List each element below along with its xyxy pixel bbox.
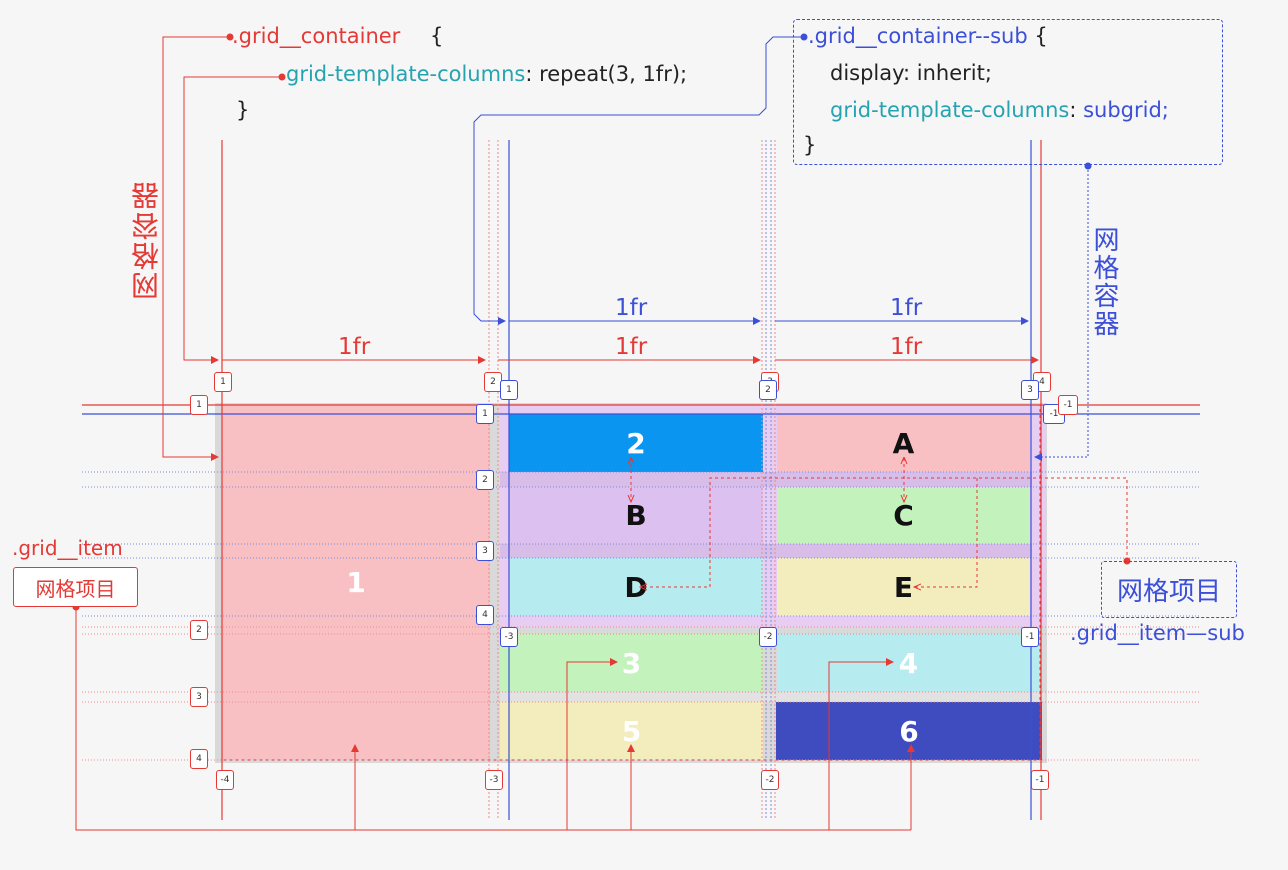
code-main-brace-close: }	[236, 98, 250, 122]
code-sub-colon: :	[1069, 98, 1077, 122]
subgrid-item-class-label: .grid__item—sub	[1070, 621, 1245, 645]
grid-container-label-red: 网格容器	[130, 180, 163, 300]
subgrid-item-cn-label: 网格项目	[1101, 561, 1237, 618]
code-main-brace-open: {	[430, 24, 444, 48]
blue-col-line-top-1: 1	[500, 380, 518, 400]
code-sub-declaration: grid-template-columns: subgrid;	[830, 100, 1169, 121]
code-sub-brace-open: {	[1034, 24, 1048, 48]
grid-item-1: 1	[222, 405, 490, 760]
code-main-value: repeat(3, 1fr);	[539, 62, 688, 86]
blue-row-line-left-1: 1	[476, 404, 494, 424]
red-row-line-left-3: 3	[190, 687, 208, 707]
code-sub-selector: .grid__container--sub	[808, 24, 1028, 48]
red-row-line-left-4: 4	[190, 749, 208, 769]
grid-item-3: 3	[500, 634, 763, 692]
blue-col-line-top-2: 2	[759, 380, 777, 400]
red-row-line-left-2: 2	[190, 620, 208, 640]
grid-item-4: 4	[777, 634, 1040, 692]
grid-item-cn-label: 网格项目	[13, 567, 138, 607]
code-sub-box	[793, 19, 1223, 165]
code-main-selector: .grid__container	[232, 24, 401, 48]
red-row-line-left-1: 1	[190, 395, 208, 415]
fr-label-red-3: 1fr	[890, 334, 923, 360]
code-sub-brace-close: }	[803, 133, 817, 157]
grid-item-class-label: .grid__item	[12, 536, 123, 560]
fr-label-blue-1: 1fr	[615, 295, 648, 321]
code-main-property: grid-template-columns	[286, 62, 526, 86]
grid-container-label-blue: 网格容器	[1089, 226, 1119, 338]
red-row-line-right: -1	[1058, 395, 1078, 415]
blue-col-line-top-3: 3	[1021, 380, 1039, 400]
red-col-line-bottom-1: -4	[216, 770, 234, 790]
blue-row-line-left-2: 2	[476, 470, 494, 490]
fr-label-red-1: 1fr	[338, 334, 371, 360]
subgrid-item-e: E	[777, 558, 1030, 616]
code-sub-selector-line: .grid__container--sub {	[808, 26, 1048, 47]
red-col-line-bottom-3: -2	[761, 770, 779, 790]
subgrid-item-b: B	[509, 487, 763, 544]
grid-item-2: 2	[509, 414, 763, 472]
code-sub-value: subgrid;	[1083, 98, 1169, 122]
fr-label-blue-2: 1fr	[890, 295, 923, 321]
gap-stripe-3	[500, 692, 1045, 702]
red-col-line-top-1: 1	[214, 372, 232, 392]
red-col-line-bottom-2: -3	[485, 770, 503, 790]
gap-stripe-2	[500, 544, 1032, 558]
blue-col-line-bottom-1: -3	[500, 627, 518, 647]
fr-label-red-2: 1fr	[615, 334, 648, 360]
red-col-line-bottom-4: -1	[1031, 770, 1049, 790]
code-sub-property: grid-template-columns	[830, 98, 1070, 122]
code-main-colon: :	[525, 62, 533, 86]
blue-row-line-left-4: 4	[476, 605, 494, 625]
subgrid-item-d: D	[509, 558, 763, 616]
blue-col-line-bottom-2: -2	[759, 627, 777, 647]
blue-col-line-bottom-3: -1	[1021, 627, 1039, 647]
code-main-declaration: grid-template-columns: repeat(3, 1fr);	[286, 64, 687, 85]
code-sub-display: display: inherit;	[830, 61, 992, 85]
blue-row-line-left-3: 3	[476, 541, 494, 561]
